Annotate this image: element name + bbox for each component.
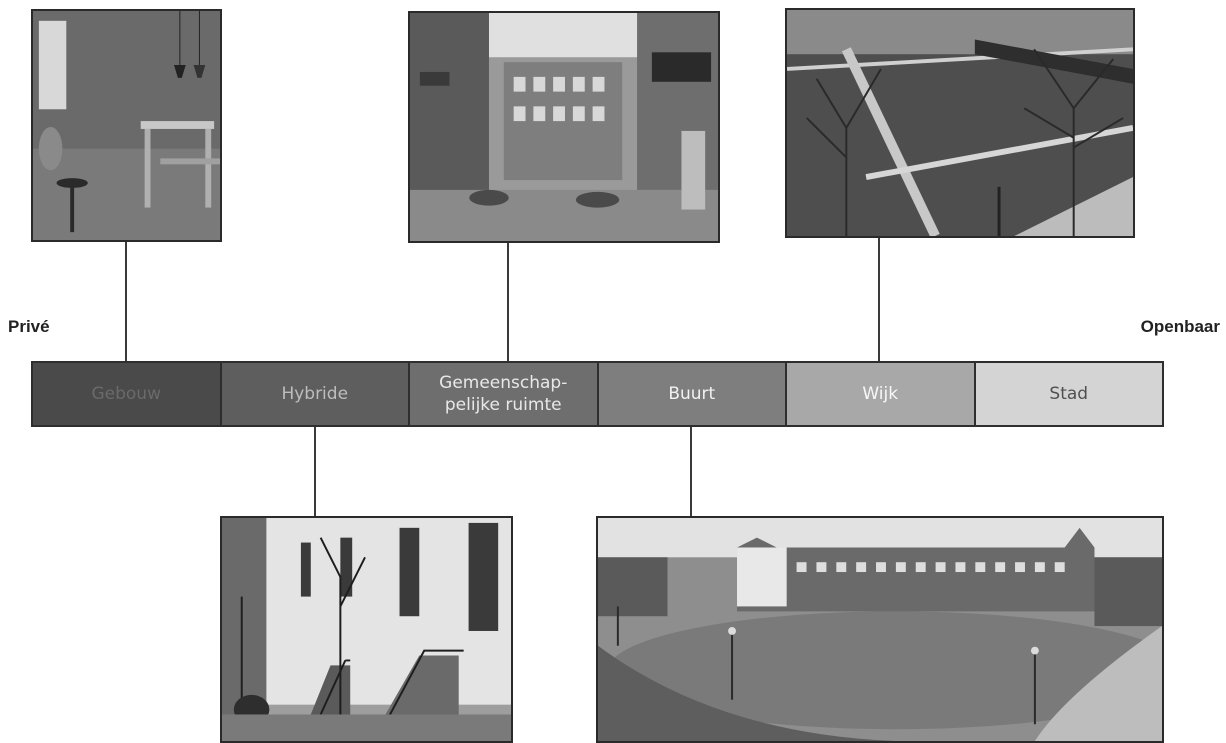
connector-gemeenschappelijke-ruimte [507, 243, 509, 362]
label-openbaar: Openbaar [1140, 317, 1220, 336]
photo-gemeenschappelijke-ruimte [408, 11, 720, 243]
scale-label: Stad [1049, 384, 1089, 404]
photo-buurt-square [596, 516, 1164, 743]
scale-segment-gebouw: Gebouw [33, 363, 222, 425]
photo-gebouw-interior [31, 9, 222, 242]
scale-label: Gemeenschap- pelijke ruimte [439, 373, 568, 415]
scale-segment-buurt: Buurt [598, 363, 787, 425]
privacy-scale: Gebouw Hybride Gemeenschap- pelijke ruim… [31, 361, 1164, 427]
photo-wijk-park [785, 8, 1135, 238]
scale-segment-hybride: Hybride [221, 363, 410, 425]
scale-segment-stad: Stad [975, 363, 1162, 425]
connector-hybride [314, 426, 316, 517]
scale-segment-wijk: Wijk [787, 363, 976, 425]
photo-hybride-stoop [220, 516, 513, 743]
scale-label: Hybride [281, 384, 349, 404]
label-prive: Privé [8, 317, 50, 336]
scale-label: Gebouw [91, 384, 161, 404]
connector-wijk [878, 238, 880, 362]
scale-segment-gemeenschappelijke-ruimte: Gemeenschap- pelijke ruimte [410, 363, 599, 425]
scale-label: Wijk [862, 384, 899, 404]
connector-gebouw [125, 242, 127, 362]
scale-label: Buurt [668, 384, 716, 404]
connector-buurt [690, 426, 692, 517]
